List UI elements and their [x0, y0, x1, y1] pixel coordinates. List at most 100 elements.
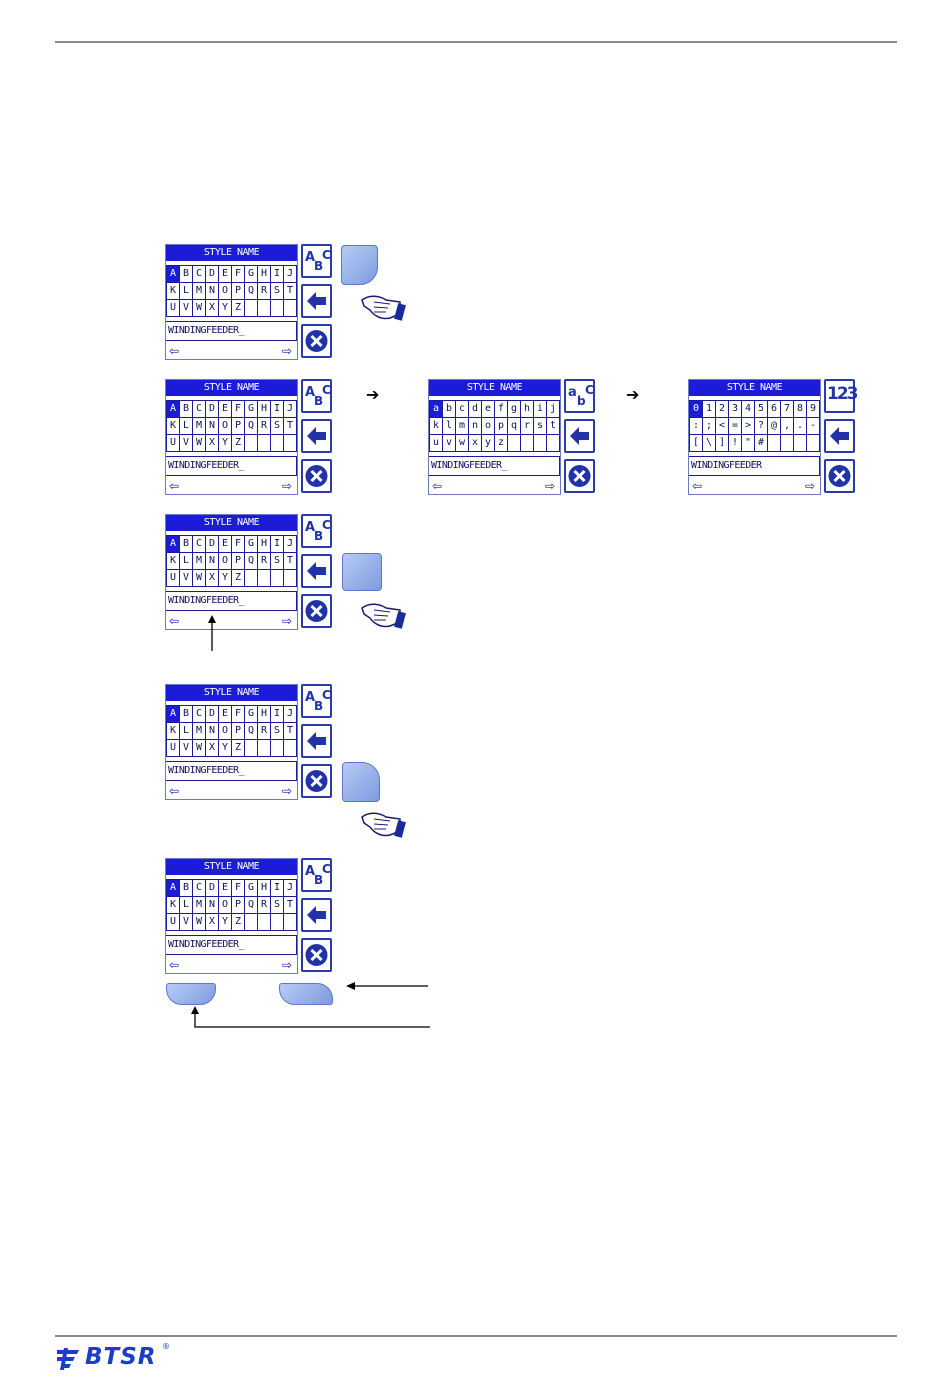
key-cell[interactable]: W [192, 739, 206, 757]
key-cell[interactable]: l [442, 417, 456, 435]
key-cell[interactable]: " [741, 434, 755, 452]
backspace-button[interactable] [824, 419, 855, 453]
key-cell[interactable]: J [283, 879, 297, 897]
cancel-button[interactable] [564, 459, 595, 493]
key-cell[interactable] [257, 299, 271, 317]
key-cell[interactable]: S [270, 896, 284, 914]
key-cell[interactable]: P [231, 417, 245, 435]
key-cell[interactable]: D [205, 535, 219, 553]
key-cell[interactable]: T [283, 417, 297, 435]
key-cell[interactable]: X [205, 569, 219, 587]
key-cell[interactable]: M [192, 417, 206, 435]
key-cell[interactable] [270, 299, 284, 317]
key-cell[interactable]: u [429, 434, 443, 452]
cancel-button[interactable] [301, 594, 332, 628]
key-cell[interactable] [283, 299, 297, 317]
key-cell[interactable]: E [218, 265, 232, 283]
key-cell[interactable]: N [205, 282, 219, 300]
key-cell[interactable]: C [192, 705, 206, 723]
key-cell[interactable]: I [270, 705, 284, 723]
key-cell[interactable]: H [257, 879, 271, 897]
key-cell[interactable]: i [533, 400, 547, 418]
key-cell[interactable]: U [166, 569, 180, 587]
key-cell[interactable] [283, 739, 297, 757]
key-cell[interactable]: y [481, 434, 495, 452]
key-cell[interactable]: A [166, 265, 180, 283]
key-cell[interactable] [270, 739, 284, 757]
key-cell[interactable]: S [270, 552, 284, 570]
key-cell[interactable]: Z [231, 913, 245, 931]
text-entry-field[interactable]: WINDINGFEEDER_ [166, 761, 297, 781]
key-cell[interactable]: A [166, 879, 180, 897]
key-cell[interactable]: J [283, 705, 297, 723]
key-cell[interactable]: V [179, 299, 193, 317]
cursor-left-icon[interactable]: ⇦ [169, 344, 180, 358]
text-entry-field[interactable]: WINDINGFEEDER_ [166, 456, 297, 476]
key-cell[interactable]: K [166, 552, 180, 570]
key-cell[interactable]: J [283, 400, 297, 418]
key-cell[interactable]: W [192, 434, 206, 452]
key-cell[interactable]: Z [231, 434, 245, 452]
key-cell[interactable]: V [179, 434, 193, 452]
key-cell[interactable]: L [179, 552, 193, 570]
key-cell[interactable]: O [218, 896, 232, 914]
cursor-right-icon[interactable]: ⇨ [545, 479, 556, 493]
key-cell[interactable]: I [270, 400, 284, 418]
cursor-left-icon[interactable]: ⇦ [169, 958, 180, 972]
key-cell[interactable] [257, 913, 271, 931]
key-cell[interactable]: 9 [806, 400, 820, 418]
key-cell[interactable]: ? [754, 417, 768, 435]
key-cell[interactable]: A [166, 400, 180, 418]
key-cell[interactable]: . [793, 417, 807, 435]
key-cell[interactable]: H [257, 265, 271, 283]
key-cell[interactable]: ] [715, 434, 729, 452]
key-cell[interactable] [270, 569, 284, 587]
key-cell[interactable]: t [546, 417, 560, 435]
key-cell[interactable]: Y [218, 299, 232, 317]
key-cell[interactable]: D [205, 879, 219, 897]
key-cell[interactable]: W [192, 913, 206, 931]
key-cell[interactable] [244, 569, 258, 587]
key-cell[interactable]: R [257, 552, 271, 570]
key-cell[interactable]: C [192, 879, 206, 897]
key-cell[interactable]: > [741, 417, 755, 435]
key-cell[interactable]: z [494, 434, 508, 452]
key-cell[interactable]: L [179, 282, 193, 300]
key-cell[interactable]: U [166, 739, 180, 757]
key-cell[interactable]: J [283, 265, 297, 283]
key-cell[interactable]: 4 [741, 400, 755, 418]
cursor-left-icon[interactable]: ⇦ [692, 479, 703, 493]
key-cell[interactable]: R [257, 417, 271, 435]
key-cell[interactable]: I [270, 879, 284, 897]
key-cell[interactable]: K [166, 282, 180, 300]
key-cell[interactable]: H [257, 400, 271, 418]
key-cell[interactable] [780, 434, 794, 452]
cursor-right-icon[interactable]: ⇨ [282, 614, 293, 628]
key-cell[interactable]: Z [231, 569, 245, 587]
key-cell[interactable]: W [192, 299, 206, 317]
key-cell[interactable]: K [166, 417, 180, 435]
lower-right-soft-key[interactable] [342, 762, 380, 802]
key-cell[interactable]: T [283, 722, 297, 740]
cursor-left-icon[interactable]: ⇦ [432, 479, 443, 493]
key-cell[interactable] [270, 913, 284, 931]
key-cell[interactable] [520, 434, 534, 452]
case-toggle-button[interactable]: 123 [824, 379, 858, 413]
key-cell[interactable]: ! [728, 434, 742, 452]
key-cell[interactable]: a [429, 400, 443, 418]
key-cell[interactable]: L [179, 722, 193, 740]
key-cell[interactable]: E [218, 879, 232, 897]
key-cell[interactable]: P [231, 722, 245, 740]
cursor-left-icon[interactable]: ⇦ [169, 479, 180, 493]
key-cell[interactable]: 1 [702, 400, 716, 418]
key-cell[interactable]: Q [244, 417, 258, 435]
key-cell[interactable]: W [192, 569, 206, 587]
key-cell[interactable]: K [166, 896, 180, 914]
key-cell[interactable]: N [205, 417, 219, 435]
key-cell[interactable]: s [533, 417, 547, 435]
key-cell[interactable]: 7 [780, 400, 794, 418]
